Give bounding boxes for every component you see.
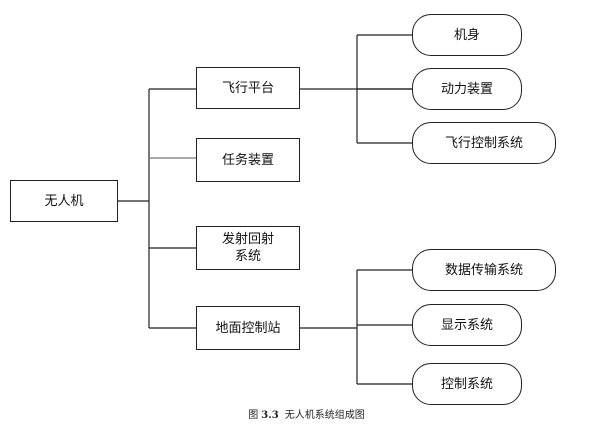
node-fuselage-label: 机身 [453,27,480,43]
node-data-transmission-system: 数据传输系统 [412,249,556,291]
node-display-system-label: 显示系统 [440,317,493,333]
node-flight-control-system-label: 飞行控制系统 [444,135,523,151]
node-uav-label: 无人机 [44,193,84,209]
node-uav: 无人机 [10,180,118,222]
node-flight-platform-label: 飞行平台 [221,80,274,96]
caption-prefix: 图 [248,410,259,421]
node-mission-payload-label: 任务装置 [221,152,274,168]
node-display-system: 显示系统 [412,304,522,346]
node-ground-station-label: 地面控制站 [215,320,281,336]
node-control-system-label: 控制系统 [440,376,493,392]
node-launch-recovery: 发射回射 系统 [196,226,300,270]
node-flight-control-system: 飞行控制系统 [412,122,556,164]
caption-number: 3.3 [261,410,279,421]
node-engine-label: 动力装置 [440,81,493,97]
node-mission-payload: 任务装置 [196,138,300,182]
node-engine: 动力装置 [412,68,522,110]
node-flight-platform: 飞行平台 [196,67,300,109]
node-data-transmission-system-label: 数据传输系统 [444,262,523,278]
node-launch-recovery-line2: 系统 [234,249,261,264]
node-ground-station: 地面控制站 [196,306,300,350]
caption-text: 无人机系统组成图 [284,410,365,421]
node-fuselage: 机身 [412,14,522,56]
node-launch-recovery-line1: 发射回射 [221,232,274,247]
node-control-system: 控制系统 [412,363,522,405]
